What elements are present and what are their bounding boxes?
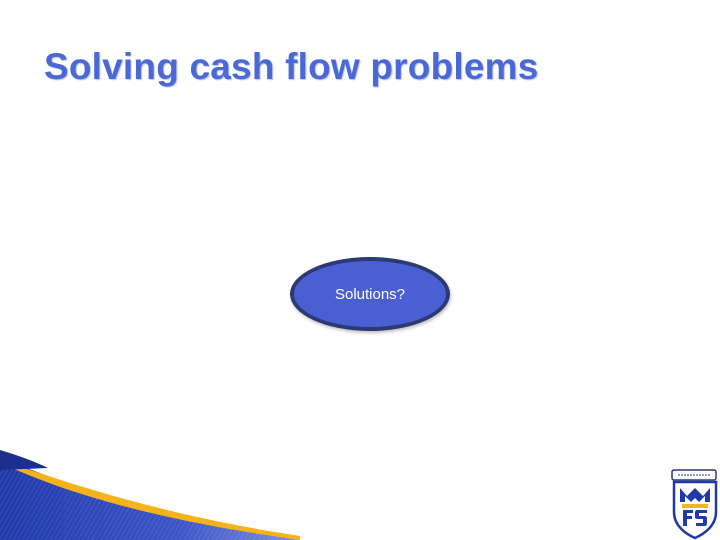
slide-title: Solving cash flow problems [44,46,539,87]
corner-gold-stripe [12,464,300,540]
solutions-node-label: Solutions? [334,285,406,303]
logo-crest [671,469,718,540]
solutions-node: Solutions? [290,257,450,331]
corner-decoration [0,450,300,540]
